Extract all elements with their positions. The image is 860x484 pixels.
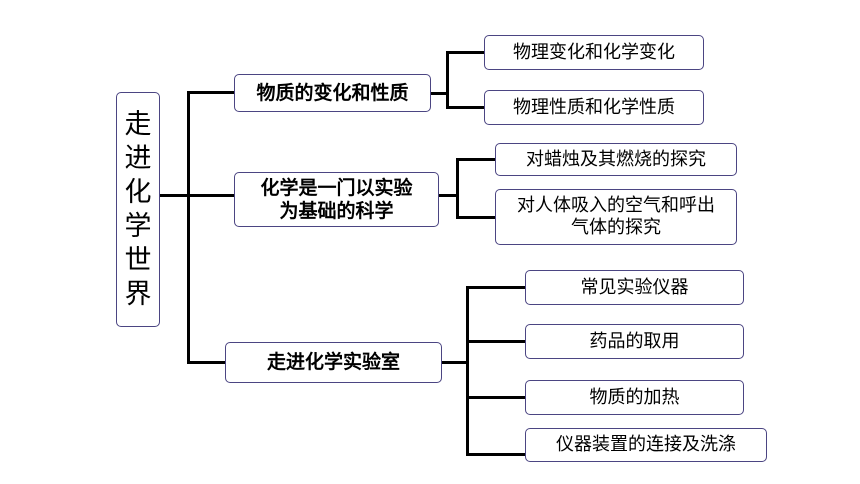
leaf-label: 对人体吸入的空气和呼出气体的探究 (517, 195, 715, 238)
connector (439, 194, 457, 197)
leaf-node-1-1: 物理变化和化学变化 (484, 35, 704, 70)
connector (446, 106, 484, 109)
leaf-node-3-2: 药品的取用 (525, 324, 744, 359)
branch-label-1: 物质的变化和性质 (256, 81, 409, 104)
connector (466, 396, 525, 399)
connector (446, 51, 449, 108)
leaf-label: 物质的加热 (589, 386, 680, 408)
leaf-node-2-1: 对蜡烛及其燃烧的探究 (495, 143, 737, 176)
connector (466, 286, 469, 456)
branch-label-3: 走进化学实验室 (266, 351, 400, 373)
connector (466, 340, 525, 343)
leaf-node-1-2: 物理性质和化学性质 (484, 90, 704, 125)
connector (431, 92, 447, 95)
leaf-label: 物理性质和化学性质 (513, 96, 675, 118)
leaf-node-3-4: 仪器装置的连接及洗涤 (525, 428, 767, 462)
leaf-node-3-3: 物质的加热 (525, 380, 744, 415)
connector (187, 361, 225, 364)
leaf-label: 仪器装置的连接及洗涤 (556, 434, 736, 455)
connector (456, 158, 495, 161)
leaf-node-2-2: 对人体吸入的空气和呼出气体的探究 (495, 189, 737, 245)
branch-node-1: 物质的变化和性质 (234, 74, 431, 112)
connector (456, 216, 495, 219)
root-node: 走进化学世界 (116, 92, 160, 327)
leaf-label: 常见实验仪器 (580, 276, 689, 298)
connector (466, 453, 525, 456)
leaf-node-3-1: 常见实验仪器 (525, 270, 744, 305)
branch-node-3: 走进化学实验室 (225, 342, 442, 383)
connector (187, 194, 234, 197)
branch-node-2: 化学是一门以实验为基础的科学 (234, 172, 439, 227)
connector (446, 51, 484, 54)
connector (456, 158, 459, 218)
leaf-label: 物理变化和化学变化 (513, 41, 675, 63)
leaf-label: 对蜡烛及其燃烧的探究 (526, 148, 706, 170)
root-label: 走进化学世界 (124, 108, 152, 310)
leaf-label: 药品的取用 (589, 330, 680, 352)
connector (160, 194, 188, 197)
branch-label-2: 化学是一门以实验为基础的科学 (260, 176, 413, 222)
connector (442, 361, 468, 364)
connector (187, 91, 234, 94)
connector (187, 91, 190, 363)
connector (466, 286, 525, 289)
